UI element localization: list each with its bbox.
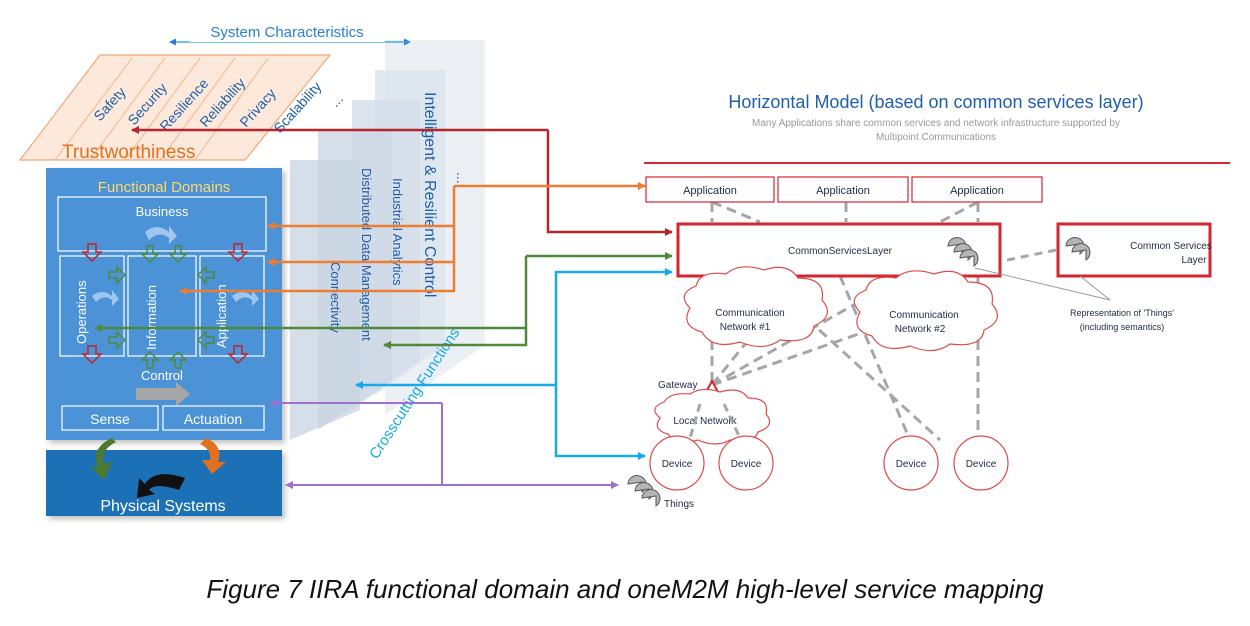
actuation-box — [162, 405, 265, 431]
characteristic-more: ... — [326, 91, 346, 110]
physical-cycle-arrow — [137, 474, 185, 498]
iira-onem2m-diagram: System Characteristics Safety Security R… — [18, 20, 1230, 516]
things-label: Things — [664, 499, 694, 510]
application-label-3: Application — [950, 185, 1004, 197]
device-label-4: Device — [966, 459, 997, 470]
communication-network-1-label-2: Network #1 — [720, 322, 771, 333]
system-characteristics: System Characteristics Safety Security R… — [18, 20, 411, 163]
domain-green-arrows — [108, 245, 215, 369]
csl-right-label-1: Common Services — [1130, 241, 1212, 252]
application-box-1 — [645, 176, 775, 203]
device-circle-1 — [649, 435, 705, 491]
representation-label-1: Representation of 'Things' — [1070, 308, 1174, 318]
connectivity-to-csl-arrow — [554, 268, 673, 385]
information-arrow — [179, 262, 456, 295]
operations-flow-icon — [92, 290, 119, 306]
functional-domains: Functional Domains Business Operations I… — [46, 168, 282, 516]
device-circle-3 — [883, 435, 939, 491]
application-label-2: Application — [816, 185, 870, 197]
application-label-1: Application — [683, 185, 737, 197]
application-label: Application — [214, 284, 229, 348]
connectivity-to-device-arrow — [554, 385, 646, 460]
things-stack-icon — [627, 475, 661, 507]
device-label-1: Device — [662, 459, 693, 470]
trustworthiness-to-csl-arrow — [546, 130, 673, 236]
horizontal-model: Horizontal Model (based on common servic… — [627, 92, 1230, 510]
operations-box — [59, 255, 125, 357]
figure-caption: Figure 7 IIRA functional domain and oneM… — [206, 574, 1044, 604]
panel-label-more: ... — [454, 172, 470, 184]
actuation-curved-arrow — [200, 438, 226, 474]
business-flow-icon — [145, 226, 177, 244]
panel-label-distributed-data: Distributed Data Management — [359, 168, 374, 341]
trustworthiness-label: Trustworthiness — [62, 142, 195, 163]
communication-network-1-label-1: Communication — [715, 308, 784, 319]
horizontal-model-title: Horizontal Model (based on common servic… — [728, 92, 1143, 112]
ddm-arrow — [383, 328, 528, 349]
things-arrow — [441, 403, 619, 489]
functional-domains-title: Functional Domains — [98, 179, 231, 196]
horizontal-model-subtitle-2: Multipoint Communications — [876, 132, 996, 143]
system-characteristics-title: System Characteristics — [210, 24, 363, 41]
sense-curved-arrow — [90, 438, 116, 480]
application-box-3 — [911, 176, 1043, 203]
control-flow-icon — [136, 382, 190, 406]
information-label: Information — [144, 285, 159, 350]
representation-label-2: (including semantics) — [1080, 322, 1165, 332]
operations-label: Operations — [74, 280, 89, 344]
actuation-label: Actuation — [184, 411, 242, 427]
sense-label: Sense — [90, 411, 130, 427]
information-box — [127, 255, 197, 357]
device-label-3: Device — [896, 459, 927, 470]
csl-right-label-2: Layer — [1181, 255, 1207, 266]
communication-network-2-cloud — [853, 270, 999, 352]
control-label: Control — [141, 368, 183, 383]
business-box — [57, 196, 267, 252]
application-flow-icon — [232, 290, 259, 306]
things-stack-icon-csl — [947, 237, 979, 267]
horizontal-model-subtitle-1: Many Applications share common services … — [752, 118, 1120, 129]
business-label: Business — [136, 204, 189, 219]
local-network-label: Local Network — [673, 416, 737, 427]
crosscutting-panels — [290, 40, 485, 440]
communication-network-2-label-2: Network #2 — [895, 324, 946, 335]
common-services-layer-label: CommonServicesLayer — [788, 246, 893, 257]
communication-network-1-cloud — [683, 266, 829, 348]
panel-label-industrial-analytics: Industrial Analytics — [390, 178, 405, 286]
common-services-layer-box — [676, 222, 1002, 278]
device-circle-4 — [953, 435, 1009, 491]
device-label-2: Device — [731, 459, 762, 470]
physical-systems-label: Physical Systems — [100, 498, 225, 515]
mapping-arrows — [94, 126, 673, 489]
gateway-label: Gateway — [658, 380, 697, 391]
trustworthiness-plane — [18, 54, 332, 161]
application-box-2 — [777, 176, 909, 203]
panel-label-intelligent-control: Intelligent & Resilient Control — [421, 92, 438, 297]
sense-box — [61, 405, 159, 431]
communication-network-2-label-1: Communication — [889, 310, 958, 321]
panel-label-connectivity: Connectivity — [328, 262, 343, 333]
device-circle-2 — [718, 435, 774, 491]
domain-down-arrows — [81, 243, 249, 365]
things-stack-icon-right — [1065, 237, 1091, 261]
